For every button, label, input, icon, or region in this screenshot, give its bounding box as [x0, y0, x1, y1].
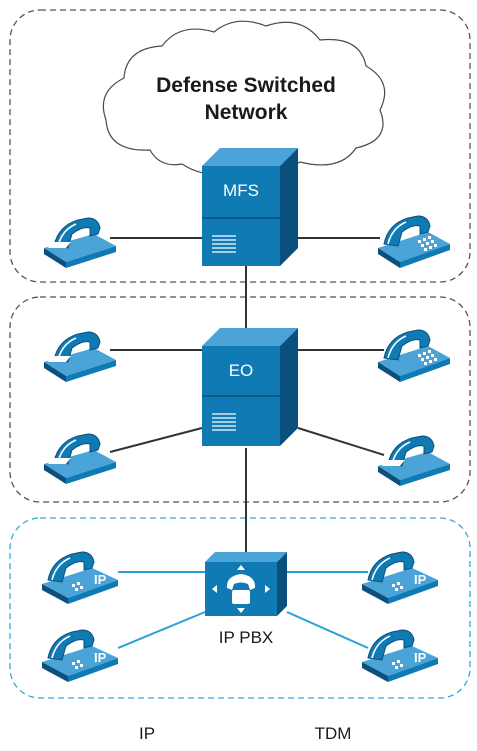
- phone-dsn-right[interactable]: [377, 215, 451, 269]
- link-pbx-ip-right-bottom: [286, 611, 369, 649]
- pbx-label: IP PBX: [219, 628, 274, 647]
- phone-eo-left-top[interactable]: [43, 331, 117, 383]
- ip-phone-left-bottom[interactable]: IP: [41, 629, 119, 683]
- phone-eo-right-bottom[interactable]: [377, 435, 451, 487]
- phone-dsn-left[interactable]: [43, 217, 117, 269]
- cloud-title-line2: Network: [205, 101, 288, 124]
- ip-phone-right-bottom[interactable]: IP: [361, 629, 439, 683]
- eo-zone: [9, 296, 471, 503]
- eo-label: EO: [229, 361, 254, 380]
- ip-badge-left-top: IP: [94, 572, 107, 587]
- eo-server[interactable]: EO: [202, 328, 298, 446]
- cloud-title-line1: Defense Switched: [156, 74, 336, 97]
- mfs-label: MFS: [223, 181, 259, 200]
- ip-zone: [9, 517, 471, 699]
- link-eo-phone-left-bottom: [109, 427, 203, 453]
- ip-links: [117, 571, 369, 649]
- mfs-server[interactable]: MFS: [202, 148, 298, 266]
- link-eo-phone-right-bottom: [297, 427, 385, 456]
- pbx-phone-icon: [212, 565, 270, 613]
- ip-badge-right-top: IP: [414, 572, 427, 587]
- footer-label-ip: IP: [139, 724, 155, 743]
- dsn-zone: [9, 9, 471, 283]
- ip-badge-right-bottom: IP: [414, 650, 427, 665]
- ip-phone-left-top[interactable]: IP: [41, 551, 119, 605]
- phone-eo-right-top[interactable]: [377, 329, 451, 383]
- link-pbx-ip-left-bottom: [117, 611, 206, 649]
- ip-badge-left-bottom: IP: [94, 650, 107, 665]
- footer-label-tdm: TDM: [315, 724, 352, 743]
- ip-pbx[interactable]: [205, 552, 287, 616]
- ip-phone-right-top[interactable]: IP: [361, 551, 439, 605]
- tdm-links: [109, 237, 385, 560]
- phone-eo-left-bottom[interactable]: [43, 433, 117, 485]
